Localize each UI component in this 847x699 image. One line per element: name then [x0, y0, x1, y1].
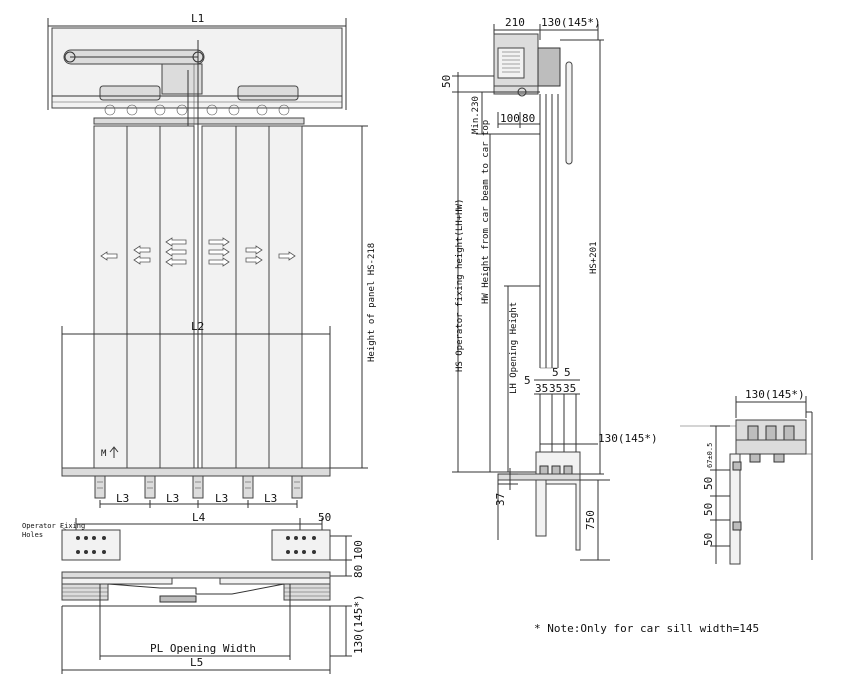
dim-67: 67±0.5 — [706, 443, 714, 468]
dim-37: 37 — [494, 493, 507, 506]
dim-50-side: 50 — [440, 75, 453, 88]
front-view: L1 — [47, 12, 377, 530]
dim-35c: 35 — [563, 382, 576, 395]
dim-100-plan: 100 — [352, 540, 365, 560]
l2-label: L2 — [191, 320, 204, 333]
l3-label-3: L3 — [215, 492, 228, 505]
note: * Note:Only for car sill width=145 — [534, 622, 759, 635]
l3-label-4: L3 — [264, 492, 277, 505]
dim-130-sill: 130(145*) — [745, 388, 805, 401]
dim-130-top: 130(145*) — [541, 16, 601, 29]
hw-label: HW Height from car beam to car top — [481, 120, 491, 304]
dim-130-plan: 130(145*) — [352, 594, 365, 654]
l3-label-1: L3 — [116, 492, 129, 505]
dim-5c: 5 — [564, 366, 571, 379]
open-direction-arrows-left — [100, 237, 187, 267]
min-230: Min.230 — [471, 96, 481, 134]
dim-50-front: 50 — [318, 511, 331, 524]
dim-35b: 35 — [549, 382, 562, 395]
dim-750: 750 — [584, 510, 597, 530]
l1-label: L1 — [191, 12, 204, 25]
hs-label: HS Operator fixing height(LH+HW) — [455, 199, 465, 372]
dim-80-side: 80 — [522, 112, 535, 125]
dim-100-side: 100 — [500, 112, 520, 125]
side-view: 210 130(145*) 50 Min.230 100 80 — [440, 16, 658, 561]
fixing-holes-label-2: Holes — [22, 531, 43, 539]
panel-height-label: Height of panel HS-218 — [367, 243, 377, 362]
hs201-label: HS+201 — [589, 241, 599, 274]
dim-50b-sill: 50 — [702, 503, 715, 516]
dim-80-plan: 80 — [352, 565, 365, 578]
pl-opening-width-label: PL Opening Width — [150, 642, 256, 655]
dim-130-mid: 130(145*) — [598, 432, 658, 445]
dim-210: 210 — [505, 16, 525, 29]
m-mark-label: M — [101, 449, 107, 459]
dim-35a: 35 — [535, 382, 548, 395]
dim-50c-sill: 50 — [702, 533, 715, 546]
l4-label: L4 — [192, 511, 206, 524]
dim-5b: 5 — [552, 366, 559, 379]
plan-view: Operator Fixing Holes 100 80 — [22, 522, 365, 674]
l5-label: L5 — [190, 656, 203, 669]
l3-label-2: L3 — [166, 492, 179, 505]
dim-5a: 5 — [524, 374, 531, 387]
sill-detail: 130(145*) 67±0.5 50 50 50 — [680, 388, 813, 565]
fixing-holes-label-1: Operator Fixing — [22, 522, 85, 530]
open-direction-arrows-right — [208, 237, 296, 267]
lh-label: LH Opening Height — [509, 302, 519, 394]
dim-50a-sill: 50 — [702, 477, 715, 490]
